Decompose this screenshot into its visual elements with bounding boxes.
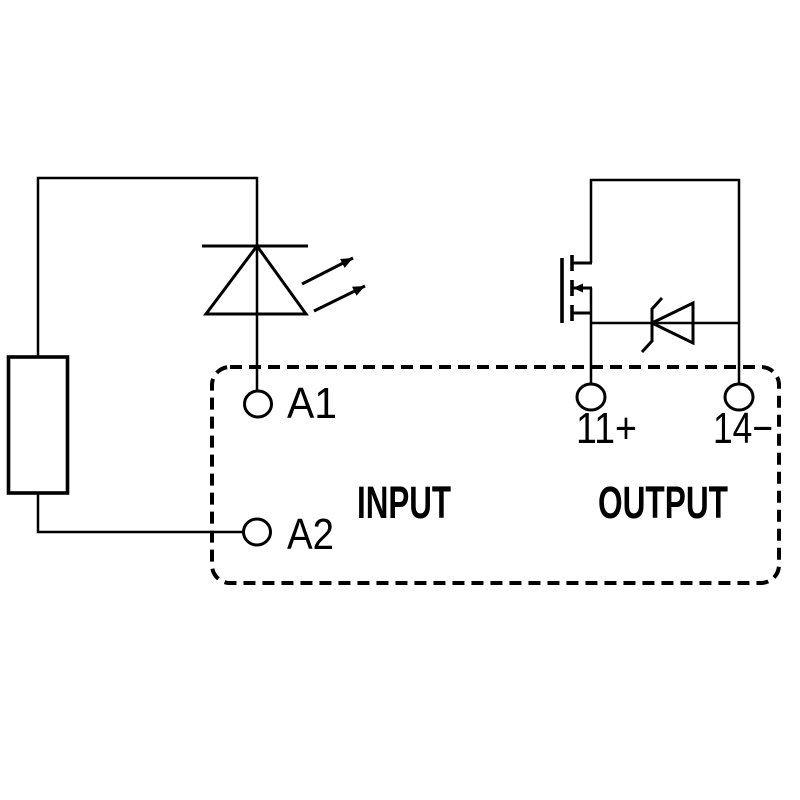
diode-cathode-tick-bottom [640, 339, 654, 354]
terminal-14minus-label: 14− [713, 404, 773, 453]
led-triangle [203, 243, 309, 316]
output-section-label: OUTPUT [598, 477, 728, 528]
mosfet-symbol [560, 255, 592, 323]
led-light-arrow-2 [313, 284, 366, 313]
wire-input-top-loop [36, 176, 259, 392]
terminal-a2-label: A2 [287, 510, 334, 559]
led-light-arrow-1 [301, 256, 354, 286]
resistor-symbol [6, 355, 70, 495]
terminal-a1 [243, 389, 273, 419]
terminal-11plus [575, 382, 607, 412]
terminal-a1-label: A1 [287, 379, 337, 428]
diode-triangle [648, 300, 695, 346]
diode-cathode-tick-top [650, 296, 664, 311]
led-symbol [202, 243, 366, 316]
input-section-label: INPUT [357, 477, 451, 528]
terminal-11plus-label: 11+ [576, 404, 637, 453]
terminal-a2 [242, 517, 272, 547]
relay-module-boundary [210, 365, 781, 585]
terminal-14minus [723, 382, 755, 412]
wire-output-top-loop [589, 178, 741, 385]
wire-input-bottom [36, 493, 250, 534]
suppressor-diode-symbol [640, 296, 695, 354]
